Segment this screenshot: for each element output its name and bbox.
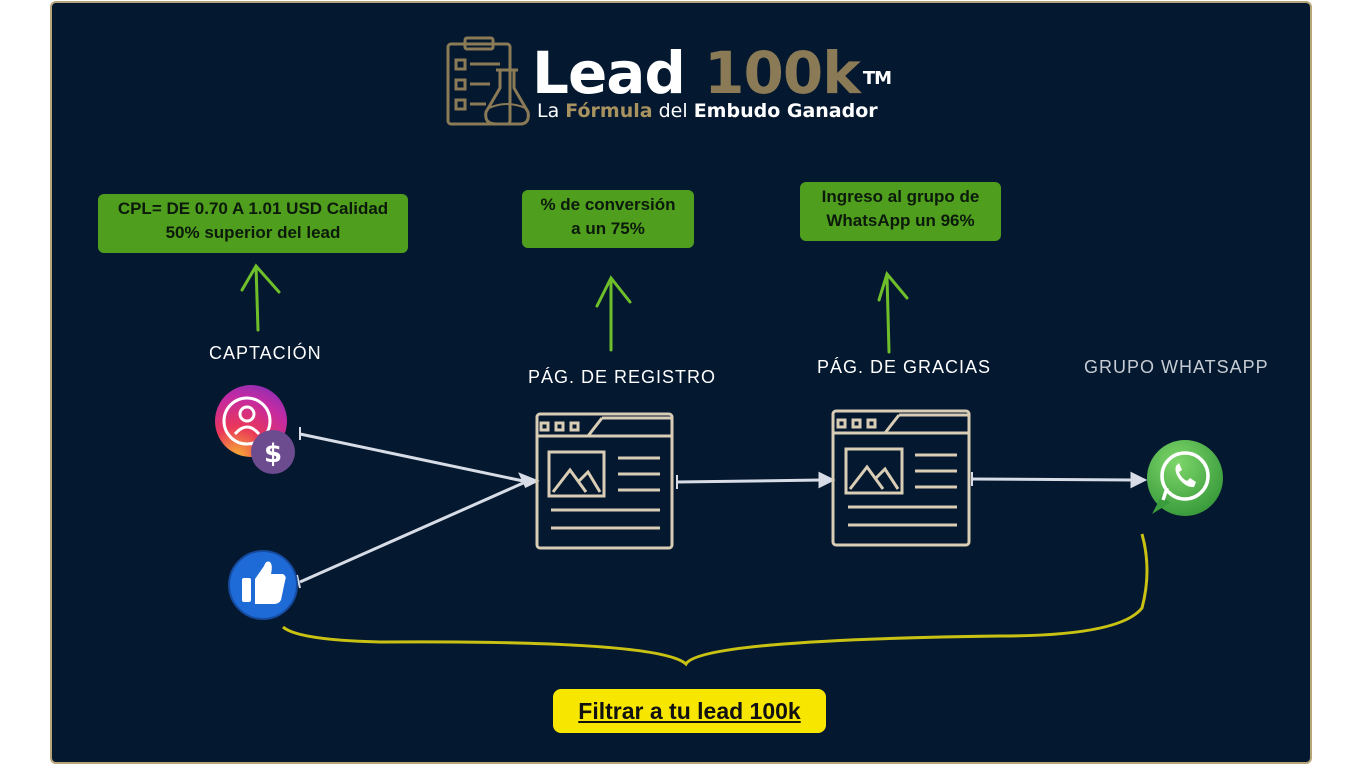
logo-title-accent: 100k: [704, 39, 861, 107]
callout-whatsapp-line1: Ingreso al grupo de: [821, 187, 980, 206]
logo-subtitle-accent: Fórmula: [565, 100, 653, 122]
clipboard-flask-icon: [446, 36, 530, 126]
callout-cpl: CPL= DE 0.70 A 1.01 USD Calidad 50% supe…: [98, 194, 408, 253]
connector-registro-gracias: [676, 478, 823, 484]
logo-title-main: Lead: [532, 39, 686, 107]
landing-page-icon: [535, 412, 674, 550]
logo-subtitle-part2: del: [652, 100, 694, 122]
filter-label: Filtrar a tu lead 100k: [553, 689, 826, 733]
callout-conversion: % de conversión a un 75%: [522, 190, 694, 248]
callout-whatsapp-line2: WhatsApp un 96%: [826, 211, 975, 230]
whatsapp-icon: [1147, 440, 1223, 516]
filter-brace: [282, 533, 1149, 667]
instagram-ads-icon: $: [215, 385, 295, 474]
connector-facebook-registro: [299, 478, 531, 584]
logo-trademark: TM: [862, 68, 892, 89]
stage-label-grupo: GRUPO WHATSAPP: [1084, 357, 1269, 377]
callout-whatsapp: Ingreso al grupo de WhatsApp un 96%: [800, 182, 1001, 241]
arrow-up-registro: [595, 275, 632, 352]
diagram-canvas: [50, 1, 1312, 764]
logo-subtitle: La Fórmula del Embudo Ganador: [537, 100, 878, 122]
logo-subtitle-part1: La: [537, 100, 566, 122]
callout-cpl-line2: 50% superior del lead: [165, 223, 341, 242]
arrow-up-gracias: [877, 270, 909, 354]
callout-cpl-line1: CPL= DE 0.70 A 1.01 USD Calidad: [117, 199, 389, 218]
connector-instagram-registro: [299, 432, 529, 484]
connector-gracias-whatsapp: [971, 477, 1135, 482]
callout-conversion-line1: % de conversión: [540, 195, 676, 214]
thank-you-page-icon: [831, 409, 971, 547]
stage-label-gracias: PÁG. DE GRACIAS: [817, 357, 992, 377]
facebook-like-icon: [228, 550, 298, 620]
stage-label-captacion: CAPTACIÓN: [209, 343, 322, 363]
stage-label-registro: PÁG. DE REGISTRO: [528, 367, 717, 387]
callout-conversion-line2: a un 75%: [571, 219, 645, 238]
svg-text:$: $: [264, 439, 282, 469]
logo-subtitle-bold: Embudo Ganador: [693, 100, 878, 122]
arrow-up-captacion: [240, 263, 281, 332]
